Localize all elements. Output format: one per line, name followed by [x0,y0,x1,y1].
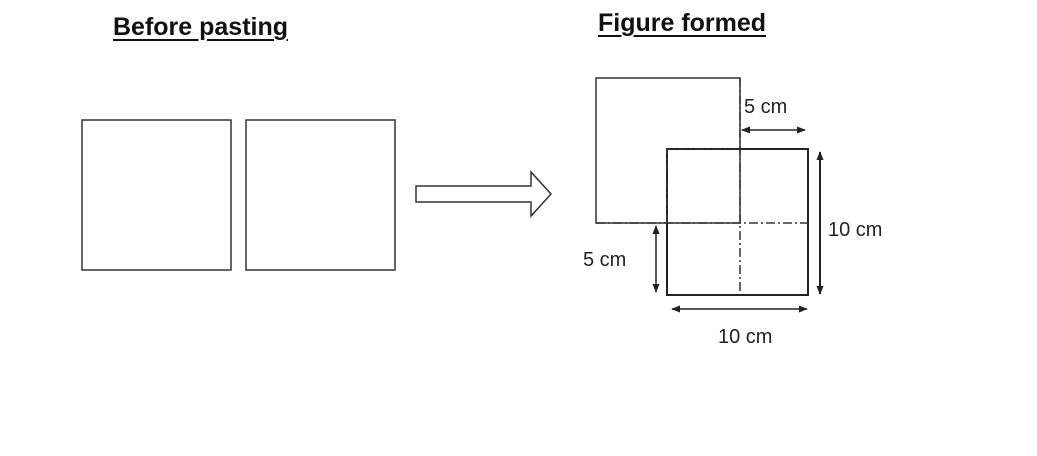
top-overlap-label: 5 cm [744,96,787,118]
right-square [245,119,396,271]
left-square [81,119,232,271]
overlap-outline [596,78,808,295]
right-side-label: 10 cm [828,219,882,241]
figure-formed-heading: Figure formed [598,9,767,37]
before-pasting-heading: Before pasting [113,13,289,41]
transform-arrow [415,170,553,218]
left-overlap-label: 5 cm [583,249,626,271]
front-square [666,148,809,296]
bottom-side-label: 10 cm [718,326,772,348]
